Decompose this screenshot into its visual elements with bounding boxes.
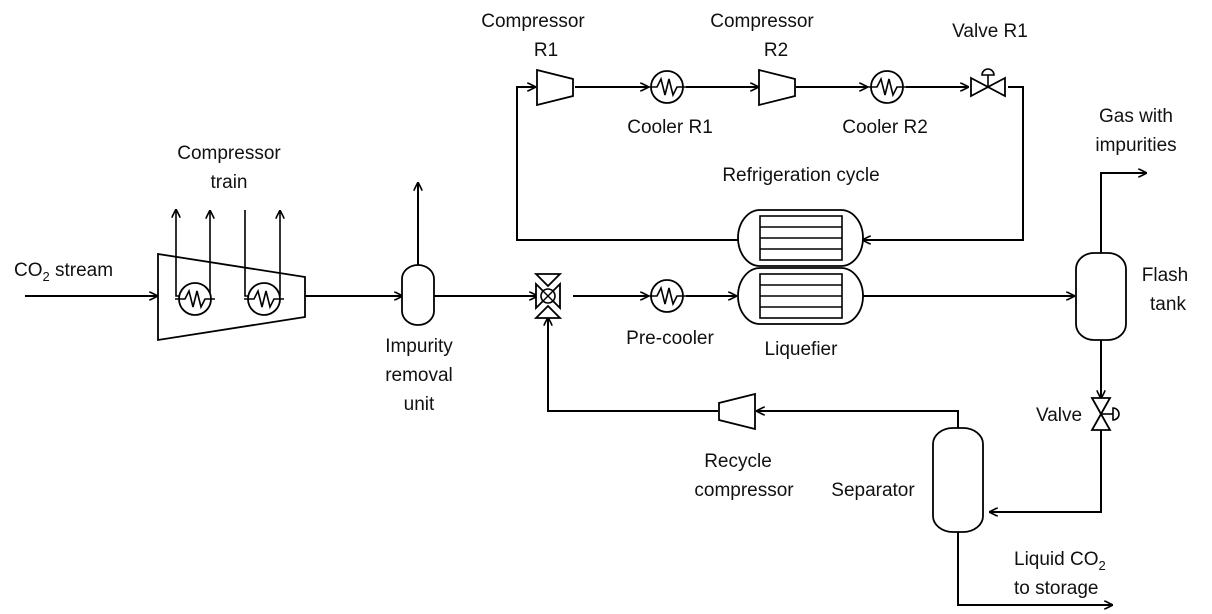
- compressor-r1-label-l1: Compressor: [481, 11, 585, 32]
- separator-vessel: [932, 427, 984, 533]
- valve-r1-label: Valve R1: [952, 21, 1028, 42]
- refrigeration-cycle-label: Refrigeration cycle: [722, 165, 879, 186]
- compressor-train-body: [157, 252, 306, 342]
- main-process-lines: [25, 173, 1146, 605]
- mixing-valve: [533, 273, 563, 319]
- mixing-valve-bottom: [533, 304, 563, 319]
- cooler-r2-label: Cooler R2: [842, 117, 928, 138]
- pre-cooler-icon: [647, 279, 687, 313]
- gas-with-impurities-label-l1: Gas with: [1099, 106, 1173, 127]
- cooler-r2-icon: [867, 70, 907, 104]
- cooler-r1-label: Cooler R1: [627, 117, 713, 138]
- co2-stream-label: CO2 stream: [14, 260, 113, 284]
- cooler-r1-icon: [647, 70, 687, 104]
- flash-tank-label-l2: tank: [1150, 294, 1186, 315]
- flow-separator-to-recycle-comp: [757, 411, 959, 428]
- liquid-co2-label-l2: to storage: [1014, 578, 1099, 599]
- liquid-co2-label-l1: Liquid CO2: [1014, 549, 1106, 573]
- flow-liquid-co2-out: [957, 532, 1112, 605]
- refrigeration-loop-lines: [516, 86, 1024, 241]
- flash-tank-vessel: [1075, 252, 1127, 341]
- flow-recycle-to-mixer: [548, 318, 718, 412]
- recycle-compressor-label-l1: Recycle: [704, 451, 772, 472]
- liquefier-label: Liquefier: [765, 339, 839, 360]
- valve-icon: [1090, 397, 1120, 431]
- compressor-r2-label-l1: Compressor: [710, 11, 814, 32]
- pre-cooler-label: Pre-cooler: [626, 328, 714, 349]
- impurity-removal-label-l3: unit: [404, 394, 435, 415]
- valve-label: Valve: [1036, 405, 1082, 426]
- flow-flash-gas-out: [1100, 173, 1146, 253]
- gas-with-impurities-label-l2: impurities: [1095, 135, 1176, 156]
- flow-valve-r1-to-liquefier: [863, 86, 1024, 240]
- impurity-removal-label-l1: Impurity: [385, 336, 453, 357]
- liquefier: [737, 209, 864, 325]
- flash-tank-label-l1: Flash: [1142, 265, 1188, 286]
- compressor-r2-icon: [758, 68, 796, 107]
- recycle-compressor-label-l2: compressor: [694, 480, 794, 501]
- compressor-r2-label-l2: R2: [764, 40, 788, 61]
- compressor-r1-icon: [536, 68, 574, 107]
- impurity-removal-unit-vessel: [401, 264, 435, 326]
- compressor-train-label-l1: Compressor: [177, 143, 281, 164]
- impurity-removal-label-l2: removal: [385, 365, 453, 386]
- valve-r1-icon: [970, 68, 1006, 98]
- flow-valve-to-separator: [990, 430, 1102, 512]
- labels: Compressor R1 Compressor R2 Valve R1 Coo…: [14, 11, 1188, 599]
- separator-label: Separator: [831, 480, 915, 501]
- compressor-r1-label-l2: R1: [534, 40, 558, 61]
- compressor-train: [157, 210, 306, 342]
- flow-liquefier-to-comp-r1: [516, 87, 738, 241]
- mixing-valve-top: [533, 273, 563, 288]
- recycle-compressor-icon: [718, 392, 756, 431]
- compressor-train-label-l2: train: [211, 172, 248, 193]
